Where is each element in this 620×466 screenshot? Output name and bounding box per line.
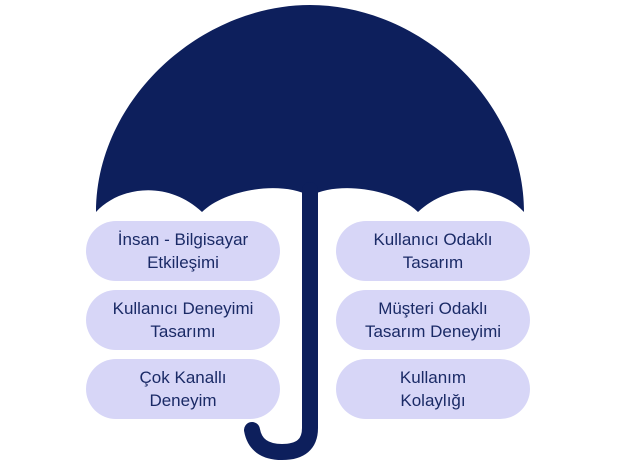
topic-pill-usability: Kullanım Kolaylığı	[336, 359, 530, 419]
topic-pill-user-centered-design: Kullanıcı Odaklı Tasarım	[336, 221, 530, 281]
topic-pill-omnichannel: Çok Kanallı Deneyim	[86, 359, 280, 419]
umbrella-handle	[244, 182, 318, 461]
umbrella-canopy	[96, 5, 524, 212]
topic-pill-customer-centered-design: Müşteri Odaklı Tasarım Deneyimi	[336, 290, 530, 350]
topic-pill-ux-design: Kullanıcı Deneyimi Tasarımı	[86, 290, 280, 350]
topic-pill-hci: İnsan - Bilgisayar Etkileşimi	[86, 221, 280, 281]
